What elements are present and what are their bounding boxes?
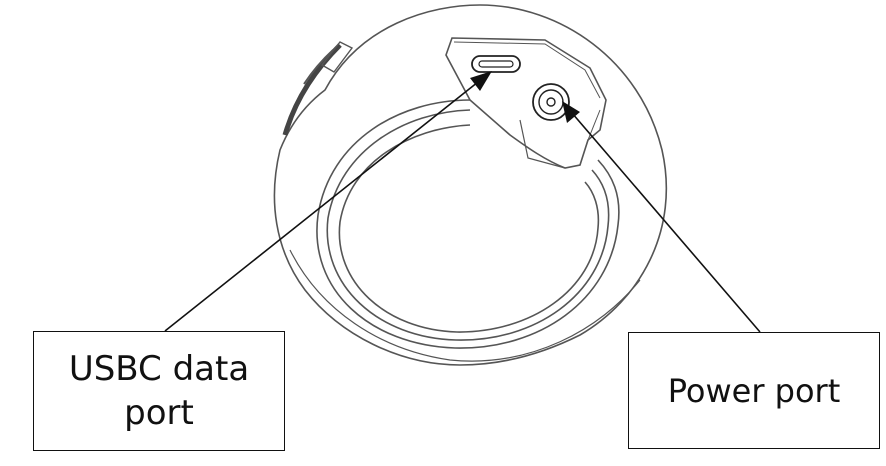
side-button bbox=[320, 41, 354, 73]
outer-shell bbox=[273, 4, 668, 366]
usbc-leader-line bbox=[164, 81, 479, 332]
power-label: Power port bbox=[667, 371, 841, 410]
power-arrowhead bbox=[562, 101, 580, 123]
arrowheads bbox=[470, 71, 580, 123]
usbc-port bbox=[471, 55, 521, 73]
port-housing bbox=[445, 37, 607, 169]
device-body bbox=[273, 4, 668, 366]
ring-opening bbox=[316, 99, 620, 349]
usbc-label-line1: USBC data bbox=[68, 349, 250, 389]
usbc-label-line2: port bbox=[124, 393, 194, 433]
leader-lines bbox=[164, 81, 761, 333]
shell-contour bbox=[282, 43, 342, 136]
power-leader-line bbox=[571, 112, 761, 333]
power-port-label-box: Power port bbox=[628, 332, 880, 449]
usbc-data-port-label-box: USBC data port bbox=[33, 331, 285, 451]
inner-ring bbox=[338, 124, 600, 333]
outer-ring bbox=[316, 99, 620, 349]
usbc-arrowhead bbox=[470, 71, 492, 91]
power-port bbox=[532, 83, 570, 121]
middle-ring bbox=[326, 109, 610, 341]
housing-outline bbox=[445, 37, 607, 169]
